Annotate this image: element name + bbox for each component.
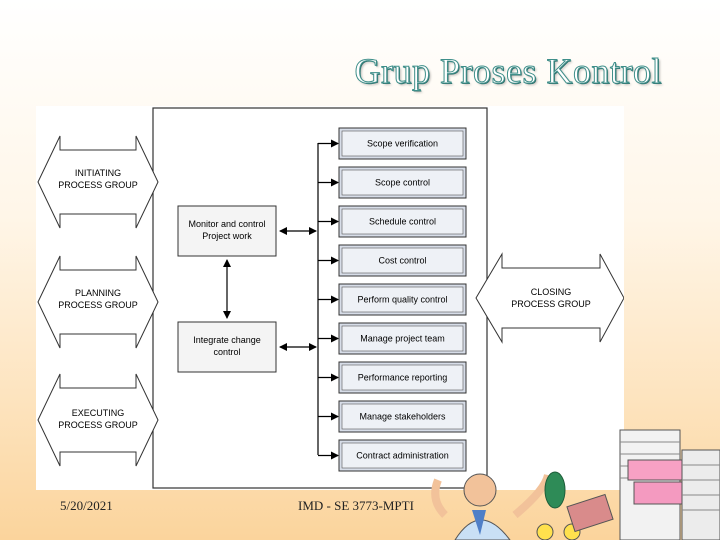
process-box-inner xyxy=(341,364,464,391)
executing-label-1: EXECUTING xyxy=(72,408,125,418)
integrate-change-label-1: Integrate change xyxy=(193,335,261,345)
closing-group-arrow: CLOSING PROCESS GROUP xyxy=(475,252,625,344)
process-label: Performance reporting xyxy=(358,373,448,383)
process-label: Scope verification xyxy=(367,139,438,149)
slide-title: Grup Proses Kontrol xyxy=(354,51,662,92)
planning-group-arrow: PLANNING PROCESS GROUP xyxy=(37,255,159,349)
process-box-inner xyxy=(341,169,464,196)
process-box-inner xyxy=(341,286,464,313)
process-label: Manage project team xyxy=(360,334,445,344)
footer-code: IMD - SE 3773-MPTI xyxy=(298,498,414,513)
process-box-inner xyxy=(341,442,464,469)
initiating-group-arrow: INITIATING PROCESS GROUP xyxy=(37,135,159,229)
executing-group-arrow: EXECUTING PROCESS GROUP xyxy=(37,373,159,467)
diagram-panel: INITIATING PROCESS GROUP PLANNING PROCES… xyxy=(36,106,625,490)
integrate-change-label-2: control xyxy=(213,347,240,357)
process-label: Schedule control xyxy=(369,217,436,227)
monitor-control-box: Monitor and control Project work xyxy=(177,205,277,257)
planning-label-1: PLANNING xyxy=(75,288,121,298)
monitoring-controlling-diagram: INITIATING PROCESS GROUP PLANNING PROCES… xyxy=(37,107,625,489)
process-label: Manage stakeholders xyxy=(359,412,446,422)
process-box-inner xyxy=(341,208,464,235)
executing-label-2: PROCESS GROUP xyxy=(58,420,138,430)
integrate-change-box: Integrate change control xyxy=(177,321,277,373)
monitor-control-label-2: Project work xyxy=(202,231,252,241)
process-box-inner xyxy=(341,325,464,352)
footer-date: 5/20/2021 xyxy=(60,498,113,513)
initiating-label-2: PROCESS GROUP xyxy=(58,180,138,190)
process-label: Contract administration xyxy=(356,451,449,461)
process-box-inner xyxy=(341,247,464,274)
monitor-control-label-1: Monitor and control xyxy=(188,219,265,229)
closing-label-2: PROCESS GROUP xyxy=(511,299,591,309)
initiating-label-1: INITIATING xyxy=(75,168,121,178)
planning-label-2: PROCESS GROUP xyxy=(58,300,138,310)
process-label: Scope control xyxy=(375,178,430,188)
process-box-inner xyxy=(341,130,464,157)
office-worker-clipart xyxy=(420,420,720,541)
process-box-inner xyxy=(341,403,464,430)
process-label: Cost control xyxy=(378,256,426,266)
process-label: Perform quality control xyxy=(357,295,447,305)
closing-label-1: CLOSING xyxy=(531,287,572,297)
